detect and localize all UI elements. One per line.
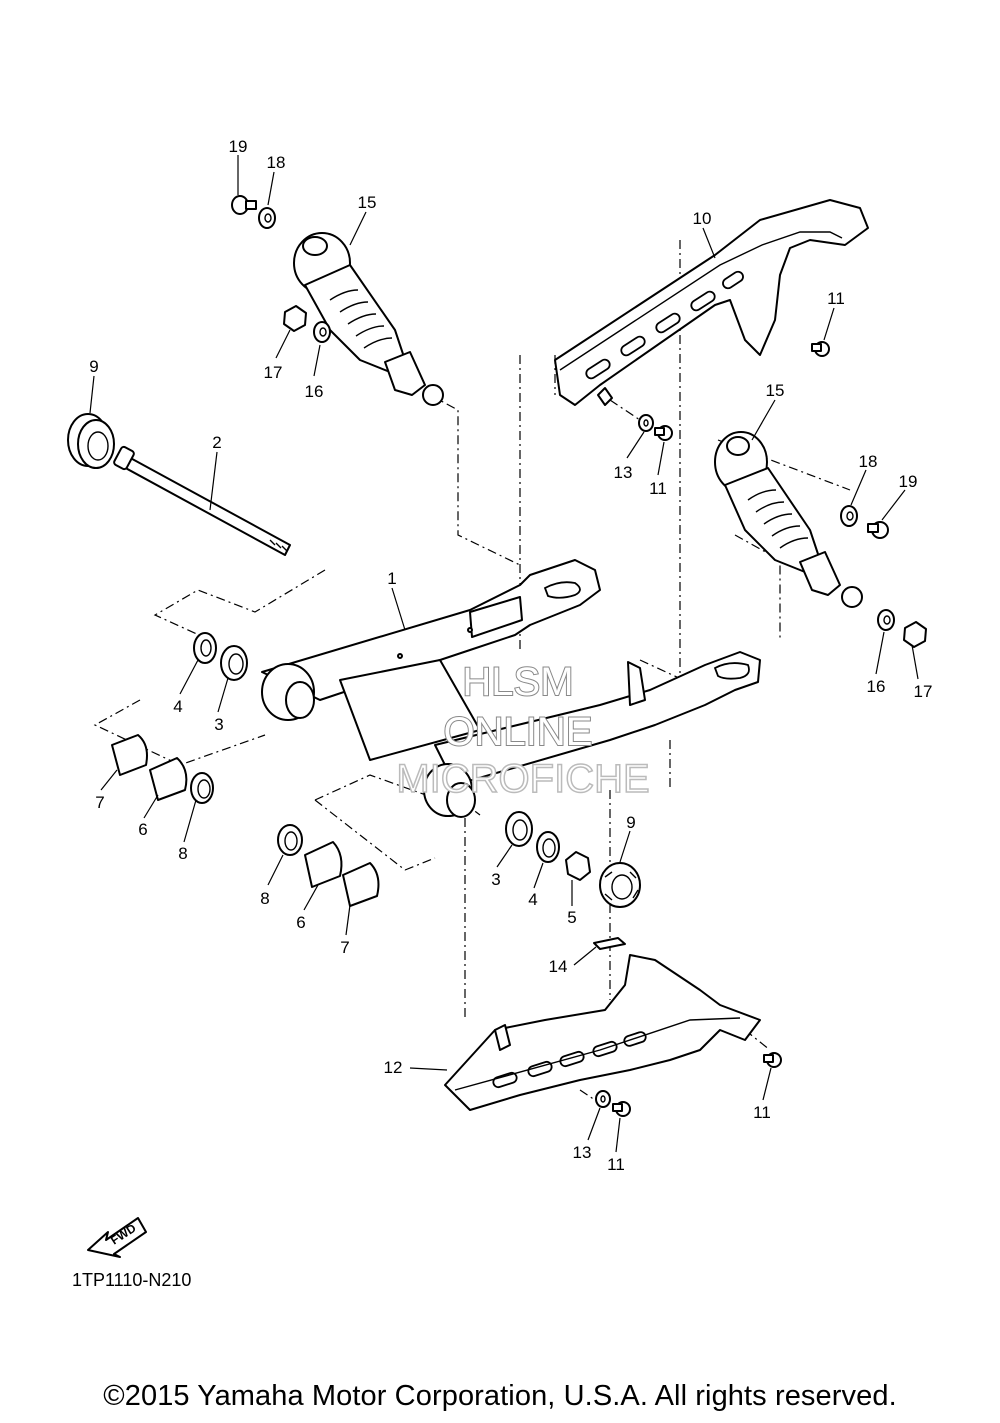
callout-3: 3 [214,715,223,734]
caution-label [593,937,626,950]
callout-8: 8 [178,844,187,863]
fwd-arrow-icon: FWD [87,1217,147,1258]
callout-3: 3 [491,870,500,889]
callout-19: 19 [899,472,918,491]
watermark-line2: ONLINE [444,710,593,754]
callout-5: 5 [567,908,576,927]
thrust-cover-left [67,413,115,469]
callout-14: 14 [549,957,568,976]
callout-6: 6 [138,820,147,839]
callout-7: 7 [95,793,104,812]
watermark-line3: MICROFICHE [396,757,649,801]
chain-guard-upper [554,199,869,406]
chain-guard-lower [444,954,761,1111]
callout-13: 13 [573,1143,592,1162]
callout-9: 9 [626,813,635,832]
callout-9: 9 [89,357,98,376]
callout-11: 11 [753,1103,771,1122]
callout-8: 8 [260,889,269,908]
callout-11: 11 [649,479,667,498]
callout-4: 4 [173,697,182,716]
rear-shock-left [293,232,444,406]
callout-4: 4 [528,890,537,909]
rear-shock-right [714,431,863,608]
callout-17: 17 [914,682,933,701]
callout-19: 19 [229,137,248,156]
fasteners [231,195,927,1117]
callout-16: 16 [305,382,324,401]
callout-12: 12 [384,1058,403,1077]
callout-17: 17 [264,363,283,382]
leader-lines [89,155,919,1153]
callout-7: 7 [340,938,349,957]
watermark: HLSM ONLINE MICROFICHE [396,659,651,802]
pivot-shaft [113,445,291,556]
callout-11: 11 [827,289,845,308]
swingarm [261,559,761,818]
copyright-notice: ©2015 Yamaha Motor Corporation, U.S.A. A… [103,1380,897,1412]
bushings-left [111,632,591,907]
callouts: 19 18 15 10 11 17 16 9 13 11 15 18 19 2 … [89,137,932,1174]
watermark-line1: HLSM [462,660,573,704]
callout-16: 16 [867,677,886,696]
callout-11: 11 [607,1155,625,1174]
callout-2: 2 [212,433,221,452]
thrust-cover-right [599,862,641,908]
callout-10: 10 [693,209,712,228]
callout-13: 13 [614,463,633,482]
callout-1: 1 [387,569,396,588]
diagram-code: 1TP1110-N210 [72,1270,192,1290]
callout-18: 18 [859,452,878,471]
callout-6: 6 [296,913,305,932]
callout-18: 18 [267,153,286,172]
callout-15: 15 [358,193,377,212]
callout-15: 15 [766,381,785,400]
